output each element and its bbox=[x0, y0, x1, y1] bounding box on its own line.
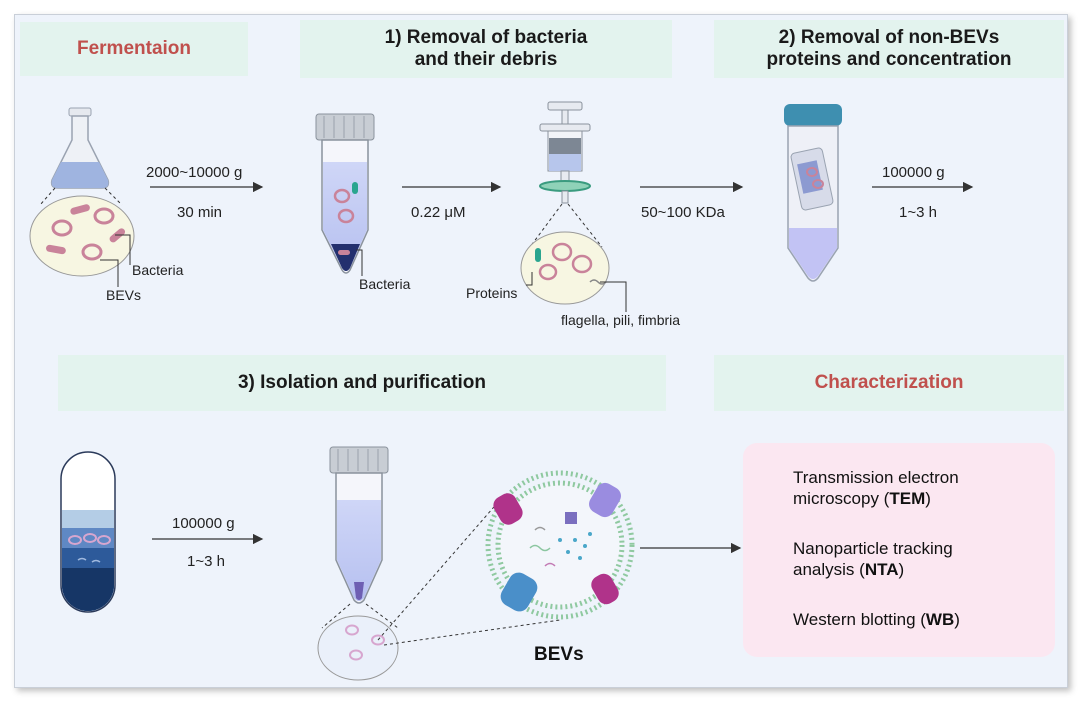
filtrate-circle bbox=[520, 231, 610, 305]
char-item-nta-line1: Nanoparticle tracking bbox=[793, 539, 953, 558]
bacteria-label-2: Bacteria bbox=[359, 276, 411, 292]
tem-abbr: TEM bbox=[889, 489, 926, 508]
spin2-time-label: 1~3 h bbox=[899, 204, 937, 221]
spin2-g-label: 100000 g bbox=[882, 164, 945, 181]
char-item-wb: Western blotting (WB) bbox=[793, 609, 960, 630]
conical-tube-2-icon bbox=[329, 446, 389, 604]
nta-abbr: NTA bbox=[864, 560, 899, 579]
bevs-label-1: BEVs bbox=[106, 287, 142, 303]
spin1-g-label: 2000~10000 g bbox=[146, 164, 243, 181]
header-step3: 3) Isolation and purification bbox=[58, 355, 666, 411]
char-item-nta-line2: analysis (NTA) bbox=[793, 560, 905, 579]
characterization-box: Transmission electron microscopy (TEM) N… bbox=[743, 443, 1055, 657]
proteins-label: Proteins bbox=[466, 285, 518, 301]
syringe-filter-icon bbox=[539, 101, 591, 204]
gradient-tube-icon bbox=[60, 451, 116, 613]
fermentation-culture-circle bbox=[29, 195, 135, 277]
filter-label: 0.22 μM bbox=[411, 204, 466, 221]
char-item-tem: Transmission electron microscopy (TEM) bbox=[793, 467, 959, 509]
char-item-tem-line1: Transmission electron bbox=[793, 468, 959, 487]
appendages-label: flagella, pili, fimbria bbox=[561, 312, 681, 328]
bacteria-label-1: Bacteria bbox=[132, 262, 184, 278]
wb-abbr: WB bbox=[925, 610, 955, 629]
spin3-g-label: 100000 g bbox=[172, 515, 235, 532]
spin1-time-label: 30 min bbox=[177, 204, 223, 221]
header-characterization: Characterization bbox=[714, 355, 1064, 411]
mwco-label: 50~100 KDa bbox=[641, 204, 725, 221]
header-step2: 2) Removal of non-BEVs proteins and conc… bbox=[714, 20, 1064, 78]
spin3-time-label: 1~3 h bbox=[187, 553, 225, 570]
header-fermentation: Fermentaion bbox=[20, 22, 248, 76]
header-step1: 1) Removal of bacteria and their debris bbox=[300, 20, 672, 78]
char-item-wb-line2: Western blotting (WB) bbox=[793, 610, 960, 629]
bev-vesicle-icon bbox=[485, 470, 635, 620]
bevs-sample-circle bbox=[317, 615, 399, 681]
flask-icon bbox=[50, 107, 110, 189]
char-item-nta: Nanoparticle tracking analysis (NTA) bbox=[793, 538, 953, 580]
bevs-label-big: BEVs bbox=[534, 644, 584, 665]
char-item-tem-line2: microscopy (TEM) bbox=[793, 489, 931, 508]
concentrator-tube-icon bbox=[784, 104, 842, 282]
conical-tube-icon bbox=[315, 113, 375, 274]
